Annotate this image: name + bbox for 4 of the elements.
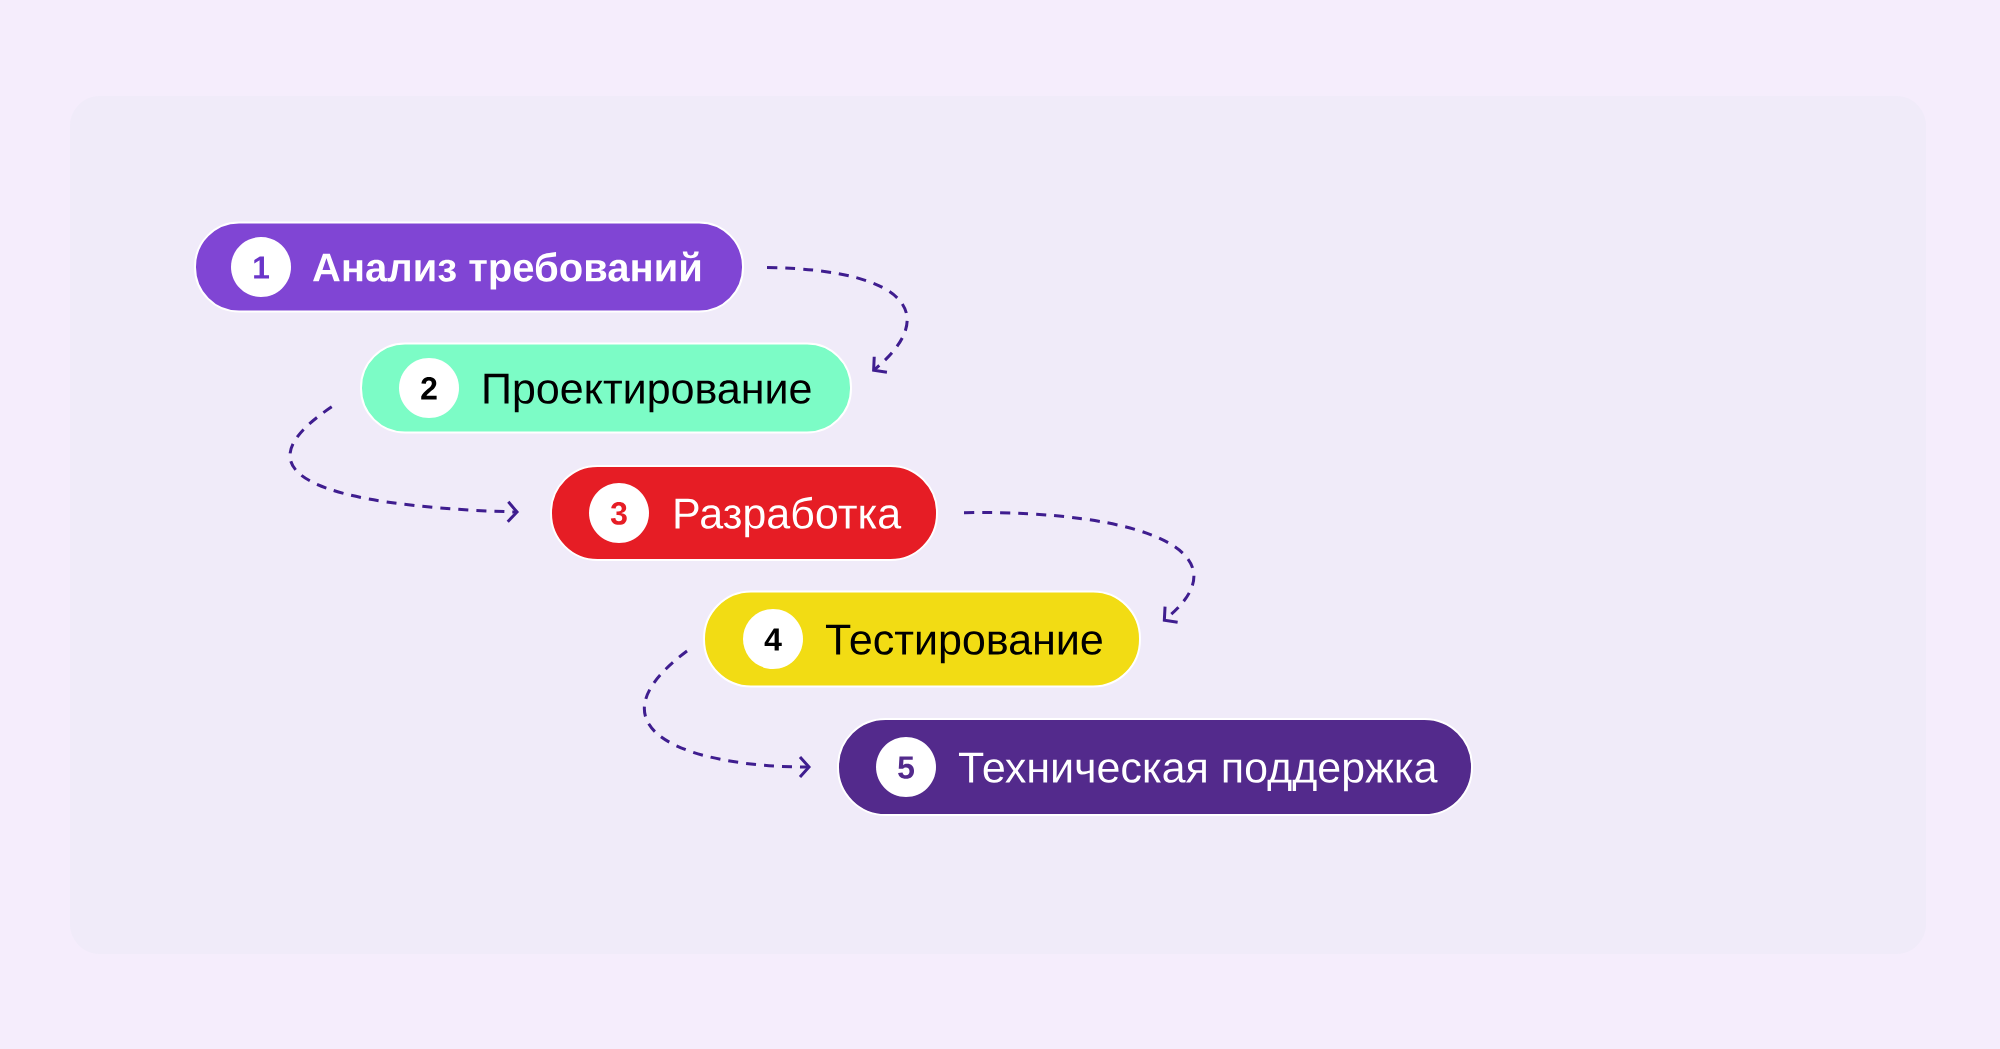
dashed-arrow (964, 511, 1196, 624)
dashed-arrow (643, 649, 811, 778)
dashed-arrow (288, 405, 520, 523)
dashed-arrow (766, 265, 909, 374)
